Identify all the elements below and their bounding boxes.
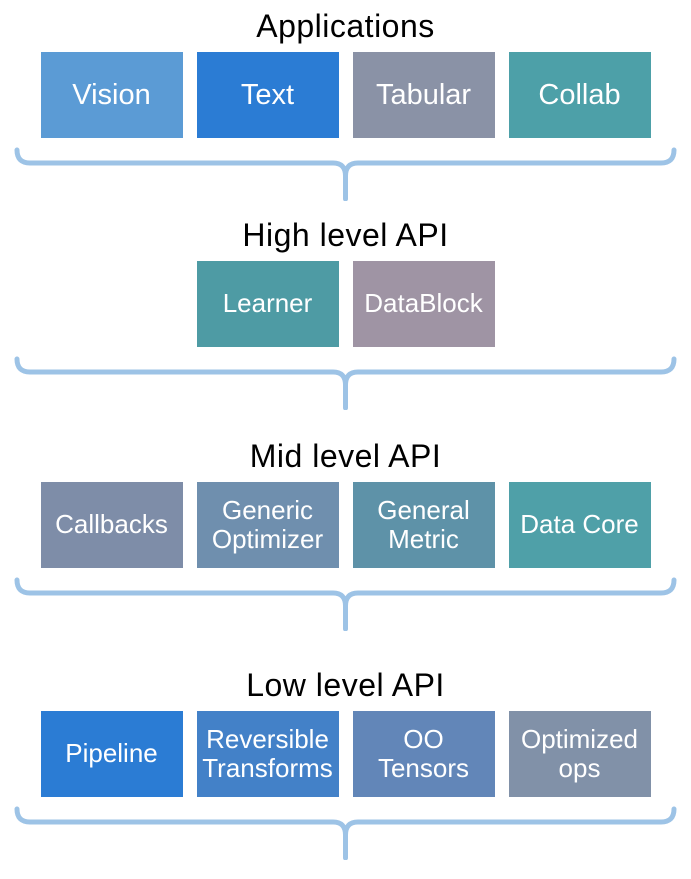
box-pipeline: Pipeline bbox=[40, 711, 183, 797]
layer-title-mid-level-api: Mid level API bbox=[249, 438, 442, 474]
box-label: Callbacks bbox=[55, 509, 168, 540]
box-oo-tensors: OO Tensors bbox=[352, 711, 495, 797]
box-row-high-level: Learner DataBlock bbox=[196, 261, 495, 347]
box-label: Pipeline bbox=[65, 738, 158, 769]
box-label: Data Core bbox=[520, 509, 639, 540]
layer-title-low-level-api: Low level API bbox=[246, 667, 445, 703]
box-label: Vision bbox=[72, 78, 151, 111]
box-generic-optimizer: Generic Optimizer bbox=[196, 482, 339, 568]
layer-low-level-api: Low level API Pipeline Reversible Transf… bbox=[0, 665, 691, 860]
box-callbacks: Callbacks bbox=[40, 482, 183, 568]
box-label: OO Tensors bbox=[377, 723, 470, 783]
box-row-low-level: Pipeline Reversible Transforms OO Tensor… bbox=[40, 711, 651, 797]
box-text: Text bbox=[196, 52, 339, 138]
box-label: Generic Optimizer bbox=[211, 494, 324, 554]
box-label: Text bbox=[240, 78, 295, 111]
box-collab: Collab bbox=[508, 52, 651, 138]
box-optimized-ops: Optimized ops bbox=[508, 711, 651, 797]
box-label: General Metric bbox=[377, 494, 470, 554]
box-label: Reversible Transforms bbox=[202, 723, 333, 783]
box-data-core: Data Core bbox=[508, 482, 651, 568]
box-learner: Learner bbox=[196, 261, 339, 347]
box-row-mid-level: Callbacks Generic Optimizer General Metr… bbox=[40, 482, 651, 568]
brace-icon bbox=[14, 577, 677, 631]
layer-applications: Applications Vision Text Tabular Collab bbox=[0, 6, 691, 201]
layer-title-applications: Applications bbox=[256, 8, 435, 44]
box-label: Learner bbox=[222, 288, 313, 319]
box-label: Tabular bbox=[375, 78, 472, 111]
box-general-metric: General Metric bbox=[352, 482, 495, 568]
box-label: DataBlock bbox=[364, 288, 483, 319]
brace-icon bbox=[14, 147, 677, 201]
brace-icon bbox=[14, 806, 677, 860]
box-label: Collab bbox=[538, 78, 621, 111]
box-label: Optimized ops bbox=[520, 723, 639, 783]
box-reversible-transforms: Reversible Transforms bbox=[196, 711, 339, 797]
box-datablock: DataBlock bbox=[352, 261, 495, 347]
layer-high-level-api: High level API Learner DataBlock bbox=[0, 215, 691, 410]
brace-icon bbox=[14, 356, 677, 410]
layer-title-high-level-api: High level API bbox=[242, 217, 449, 253]
layer-mid-level-api: Mid level API Callbacks Generic Optimize… bbox=[0, 436, 691, 631]
box-row-applications: Vision Text Tabular Collab bbox=[40, 52, 651, 138]
box-vision: Vision bbox=[40, 52, 183, 138]
box-tabular: Tabular bbox=[352, 52, 495, 138]
